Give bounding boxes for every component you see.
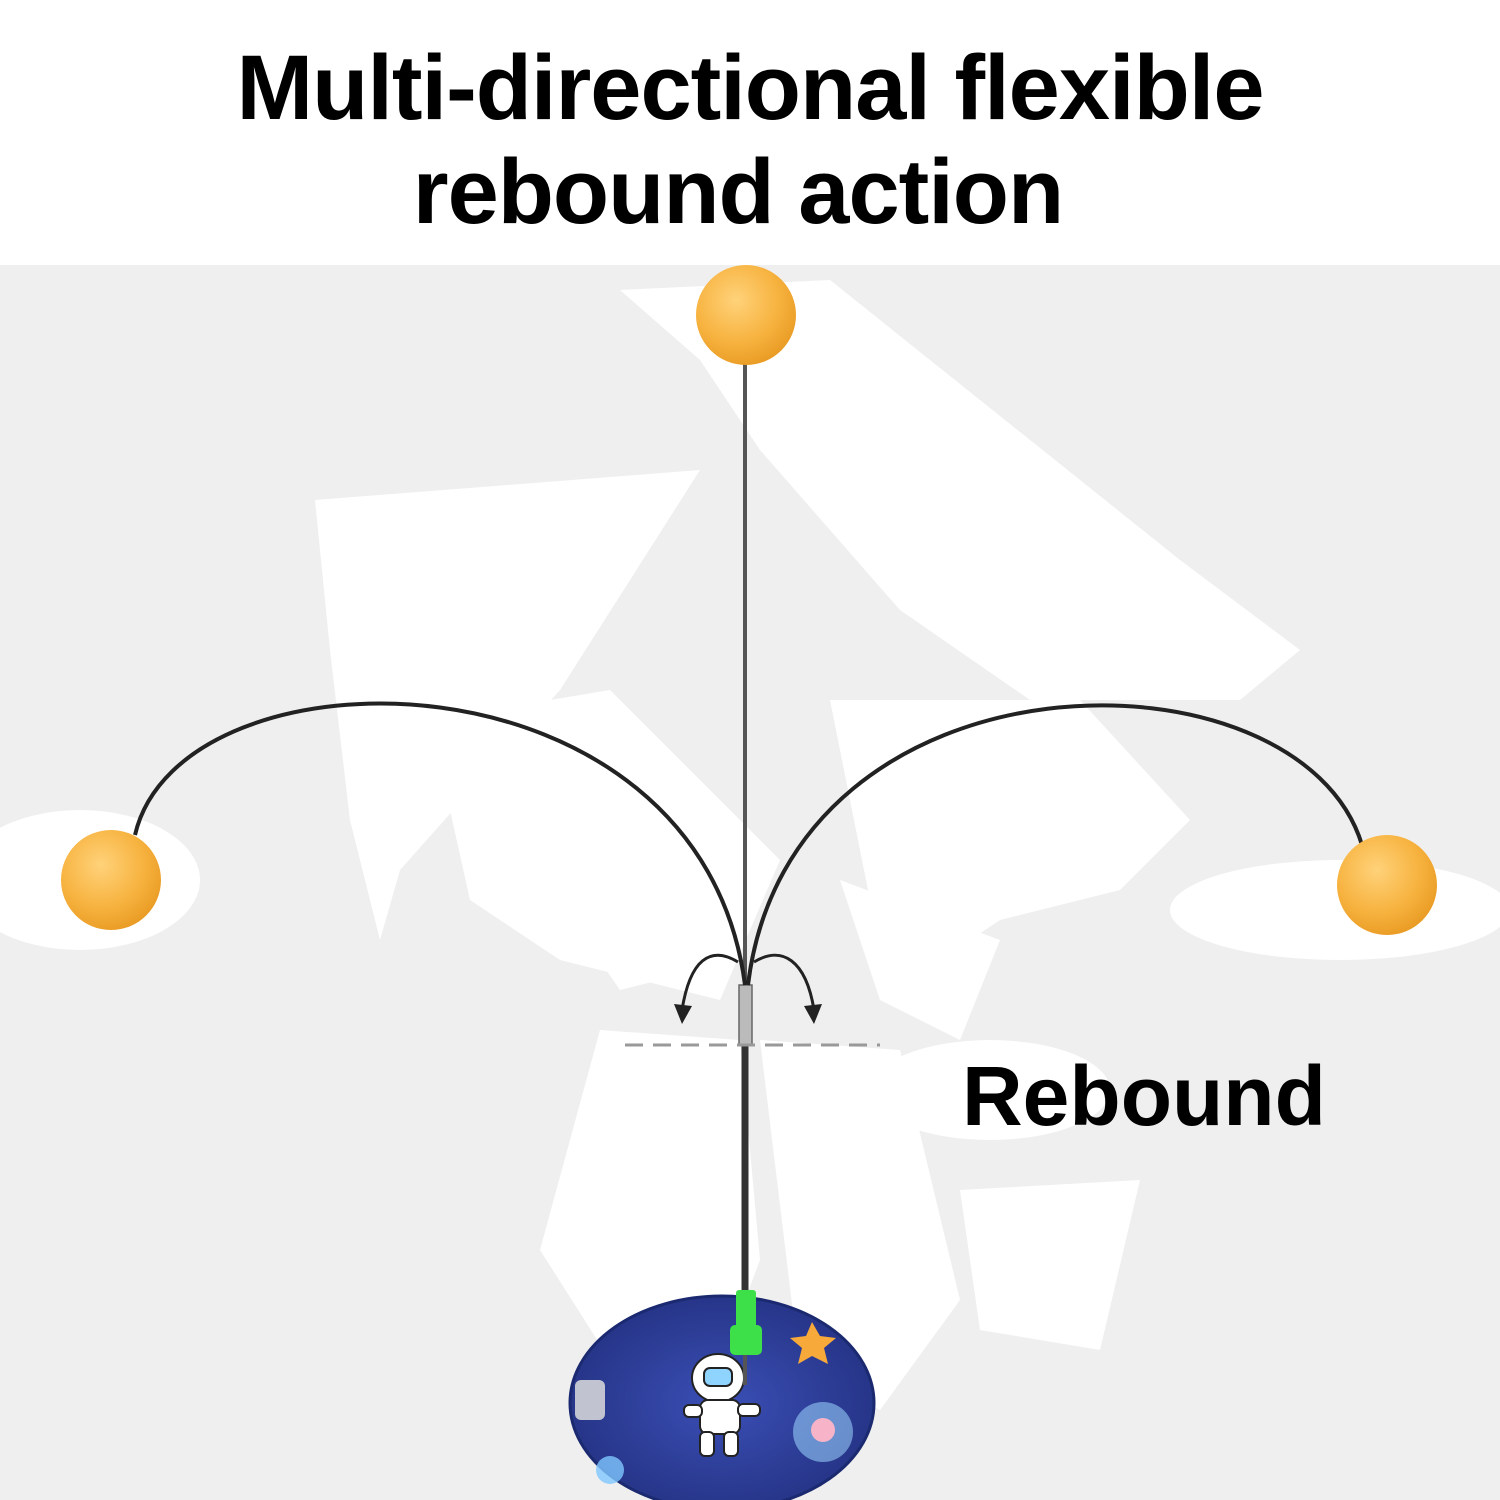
- ball-right: [1337, 835, 1437, 935]
- product-photo: [0, 265, 1500, 1500]
- product-illustration: [0, 265, 1500, 1500]
- headline-line-1: Multi-directional flexible: [236, 37, 1264, 139]
- ball-left: [61, 830, 161, 930]
- rocket-decoration: [575, 1380, 605, 1420]
- rod-joint: [738, 984, 753, 1046]
- headline-line-2: rebound action: [412, 141, 1064, 243]
- astronaut-decoration: [683, 1353, 761, 1457]
- arrow-right-icon: [753, 953, 816, 1011]
- right-bent-rod: [746, 703, 1364, 986]
- rebound-label: Rebound: [962, 1049, 1326, 1143]
- star-decoration: [790, 1322, 836, 1364]
- header-banner: Multi-directional flexible rebound actio…: [0, 0, 1500, 265]
- arrow-left-icon: [680, 953, 739, 1011]
- left-bent-rod: [133, 701, 747, 986]
- ball-top: [696, 265, 796, 365]
